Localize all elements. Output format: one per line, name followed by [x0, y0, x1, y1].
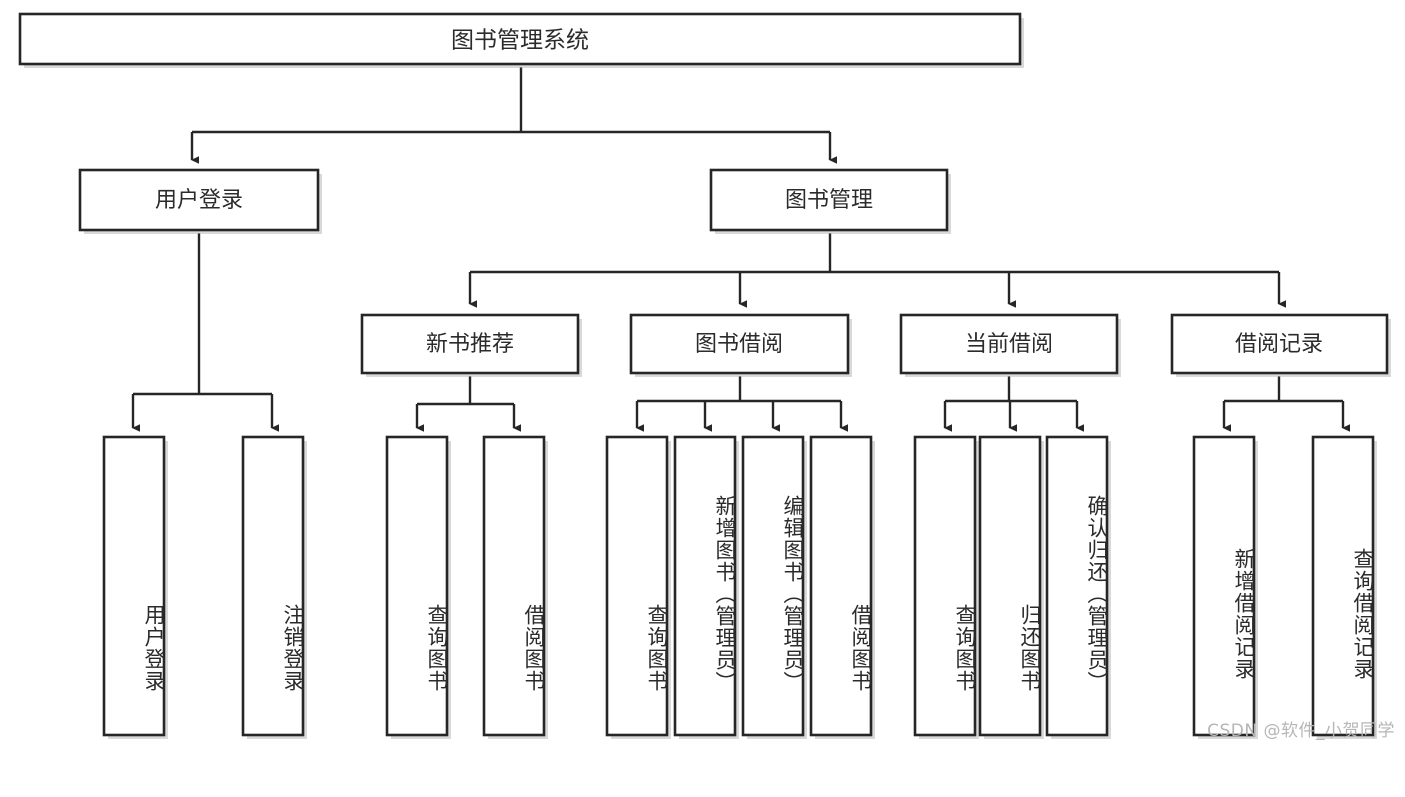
- root-label: 图书管理系统: [451, 28, 589, 54]
- leaf-box: [809, 435, 873, 737]
- book-manage-label: 图书管理: [785, 188, 873, 213]
- leaf-node-current-borrow-1[interactable]: [913, 435, 979, 739]
- leaf-box: [673, 435, 737, 737]
- leaf-box: [605, 435, 669, 737]
- node-current-borrow[interactable]: 当前借阅: [899, 313, 1121, 377]
- node-root[interactable]: 图书管理系统: [18, 12, 1024, 68]
- leaf-box: [1045, 435, 1109, 737]
- diagram-canvas: 图书管理系统 用户登录 图书管理 新书推荐 图书借阅: [18, 12, 1395, 741]
- current-borrow-label: 当前借阅: [965, 332, 1053, 357]
- book-borrow-box: [629, 313, 850, 375]
- current-borrow-box: [899, 313, 1119, 375]
- node-book-borrow[interactable]: 图书借阅: [629, 313, 852, 377]
- leaf-node-book-borrow-4[interactable]: [809, 435, 875, 739]
- leaf-node-new-book-2[interactable]: [482, 435, 548, 739]
- node-new-book-recommend[interactable]: 新书推荐: [360, 313, 582, 377]
- new-book-box: [360, 313, 580, 375]
- user-login-box: [78, 168, 320, 232]
- user-login-label: 用户登录: [155, 188, 243, 213]
- new-book-label: 新书推荐: [426, 332, 514, 357]
- leaf-box: [385, 435, 449, 737]
- leaf-node-user-login-1[interactable]: [102, 435, 168, 739]
- connector-group: [131, 67, 1351, 432]
- node-book-manage[interactable]: 图书管理: [709, 168, 951, 234]
- leaf-node-book-borrow-2[interactable]: [673, 435, 739, 739]
- node-user-login[interactable]: 用户登录: [78, 168, 322, 234]
- leaf-box: [1192, 435, 1256, 737]
- leaf-node-current-borrow-3[interactable]: [1045, 435, 1111, 739]
- leaf-node-book-borrow-3[interactable]: [741, 435, 807, 739]
- leaf-box: [978, 435, 1042, 737]
- leaf-node-user-login-2[interactable]: [241, 435, 307, 739]
- flowchart-svg: 图书管理系统 用户登录 图书管理 新书推荐 图书借阅: [18, 12, 1391, 739]
- leaf-node-borrow-record-2[interactable]: [1311, 435, 1377, 739]
- leaf-box: [741, 435, 805, 737]
- borrow-record-label: 借阅记录: [1235, 332, 1323, 357]
- leaf-node-current-borrow-2[interactable]: [978, 435, 1044, 739]
- leaf-box: [1311, 435, 1375, 737]
- book-manage-box: [709, 168, 949, 232]
- leaf-node-new-book-1[interactable]: [385, 435, 451, 739]
- book-borrow-label: 图书借阅: [695, 332, 783, 357]
- leaf-box: [913, 435, 977, 737]
- leaf-box: [482, 435, 546, 737]
- leaf-box: [102, 435, 166, 737]
- borrow-record-box: [1170, 313, 1389, 375]
- leaf-node-book-borrow-1[interactable]: [605, 435, 671, 739]
- leaf-box: [241, 435, 305, 737]
- node-borrow-record[interactable]: 借阅记录: [1170, 313, 1391, 377]
- leaf-node-borrow-record-1[interactable]: [1192, 435, 1258, 739]
- csdn-watermark: CSDN @软件_小贺同学: [1207, 721, 1395, 741]
- root-box: [18, 12, 1022, 66]
